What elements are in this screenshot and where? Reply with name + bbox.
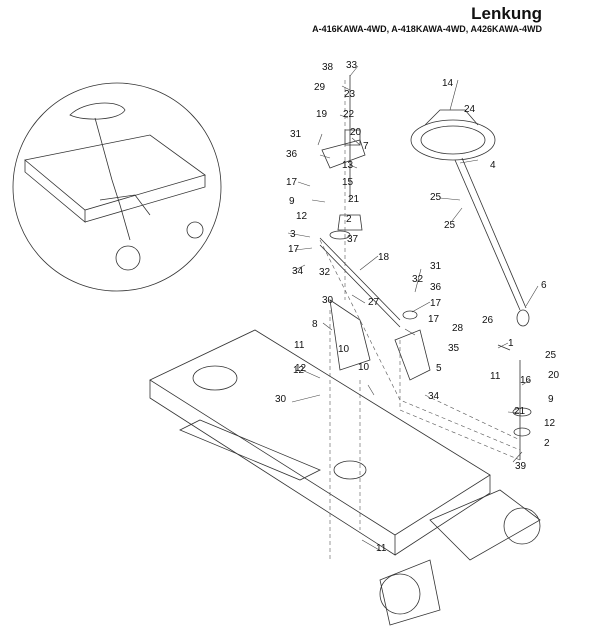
callout-11: 11 — [376, 543, 387, 554]
callout-16: 16 — [520, 375, 532, 386]
callout-25: 25 — [444, 220, 456, 231]
callout-27: 27 — [368, 297, 380, 308]
callout-17: 17 — [286, 177, 298, 188]
diagram-title: Lenkung — [471, 4, 542, 23]
callout-37: 37 — [347, 234, 359, 245]
callout-2: 2 — [544, 438, 550, 449]
callout-12: 12 — [296, 211, 308, 222]
callout-28: 28 — [452, 323, 464, 334]
callout-31: 31 — [430, 261, 442, 272]
callout-18: 18 — [378, 252, 390, 263]
callout-15: 15 — [342, 177, 354, 188]
callout-6: 6 — [541, 280, 547, 291]
assembly-dashed-lines — [319, 80, 521, 560]
steering-wheel — [410, 109, 530, 327]
callout-32: 32 — [412, 274, 424, 285]
overview-tractor-frame — [24, 102, 206, 271]
callout-34: 34 — [292, 266, 304, 277]
callout-22: 22 — [343, 109, 355, 120]
callout-36: 36 — [430, 282, 442, 293]
callout-14: 14 — [442, 78, 454, 89]
callout-32: 32 — [319, 267, 331, 278]
callout-24: 24 — [464, 104, 476, 115]
callout-9: 9 — [289, 196, 295, 207]
callout-23: 23 — [344, 89, 356, 100]
callout-33: 33 — [346, 60, 358, 71]
callout-12: 12 — [293, 365, 305, 376]
callout-30: 30 — [322, 295, 334, 306]
model-list: A-416KAWA-4WD, A-418KAWA-4WD, A426KAWA-4… — [312, 24, 542, 34]
leader-lines — [287, 65, 539, 552]
callout-38: 38 — [322, 62, 334, 73]
callout-11: 11 — [490, 371, 501, 382]
callout-11: 11 — [294, 340, 305, 351]
callout-25: 25 — [430, 192, 442, 203]
callout-2: 2 — [346, 214, 352, 225]
main-frame — [149, 329, 541, 626]
callout-4: 4 — [490, 160, 496, 171]
callout-1: 1 — [508, 338, 514, 349]
callout-29: 29 — [314, 82, 326, 93]
callout-20: 20 — [548, 370, 560, 381]
callout-9: 9 — [548, 394, 554, 405]
callout-19: 19 — [316, 109, 328, 120]
callout-3: 3 — [290, 229, 296, 240]
callout-17: 17 — [428, 314, 440, 325]
callout-5: 5 — [436, 363, 442, 374]
callout-25: 25 — [545, 350, 557, 361]
callout-10: 10 — [338, 344, 350, 355]
callout-26: 26 — [482, 315, 494, 326]
callout-8: 8 — [312, 319, 318, 330]
callout-39: 39 — [515, 461, 527, 472]
callout-34: 34 — [428, 391, 440, 402]
callout-12: 12 — [295, 363, 307, 374]
callout-17: 17 — [288, 244, 300, 255]
callout-12: 12 — [544, 418, 556, 429]
callout-31: 31 — [290, 129, 302, 140]
callout-7: 7 — [363, 141, 369, 152]
callout-35: 35 — [448, 343, 460, 354]
callout-20: 20 — [350, 127, 362, 138]
callout-10: 10 — [358, 362, 370, 373]
callout-30: 30 — [275, 394, 287, 405]
callout-13: 13 — [342, 160, 354, 171]
lower-steering-gear — [497, 344, 532, 460]
callout-36: 36 — [286, 149, 298, 160]
callout-21: 21 — [514, 406, 526, 417]
callout-21: 21 — [348, 194, 360, 205]
callout-17: 17 — [430, 298, 442, 309]
overview-inset-circle — [12, 82, 222, 292]
